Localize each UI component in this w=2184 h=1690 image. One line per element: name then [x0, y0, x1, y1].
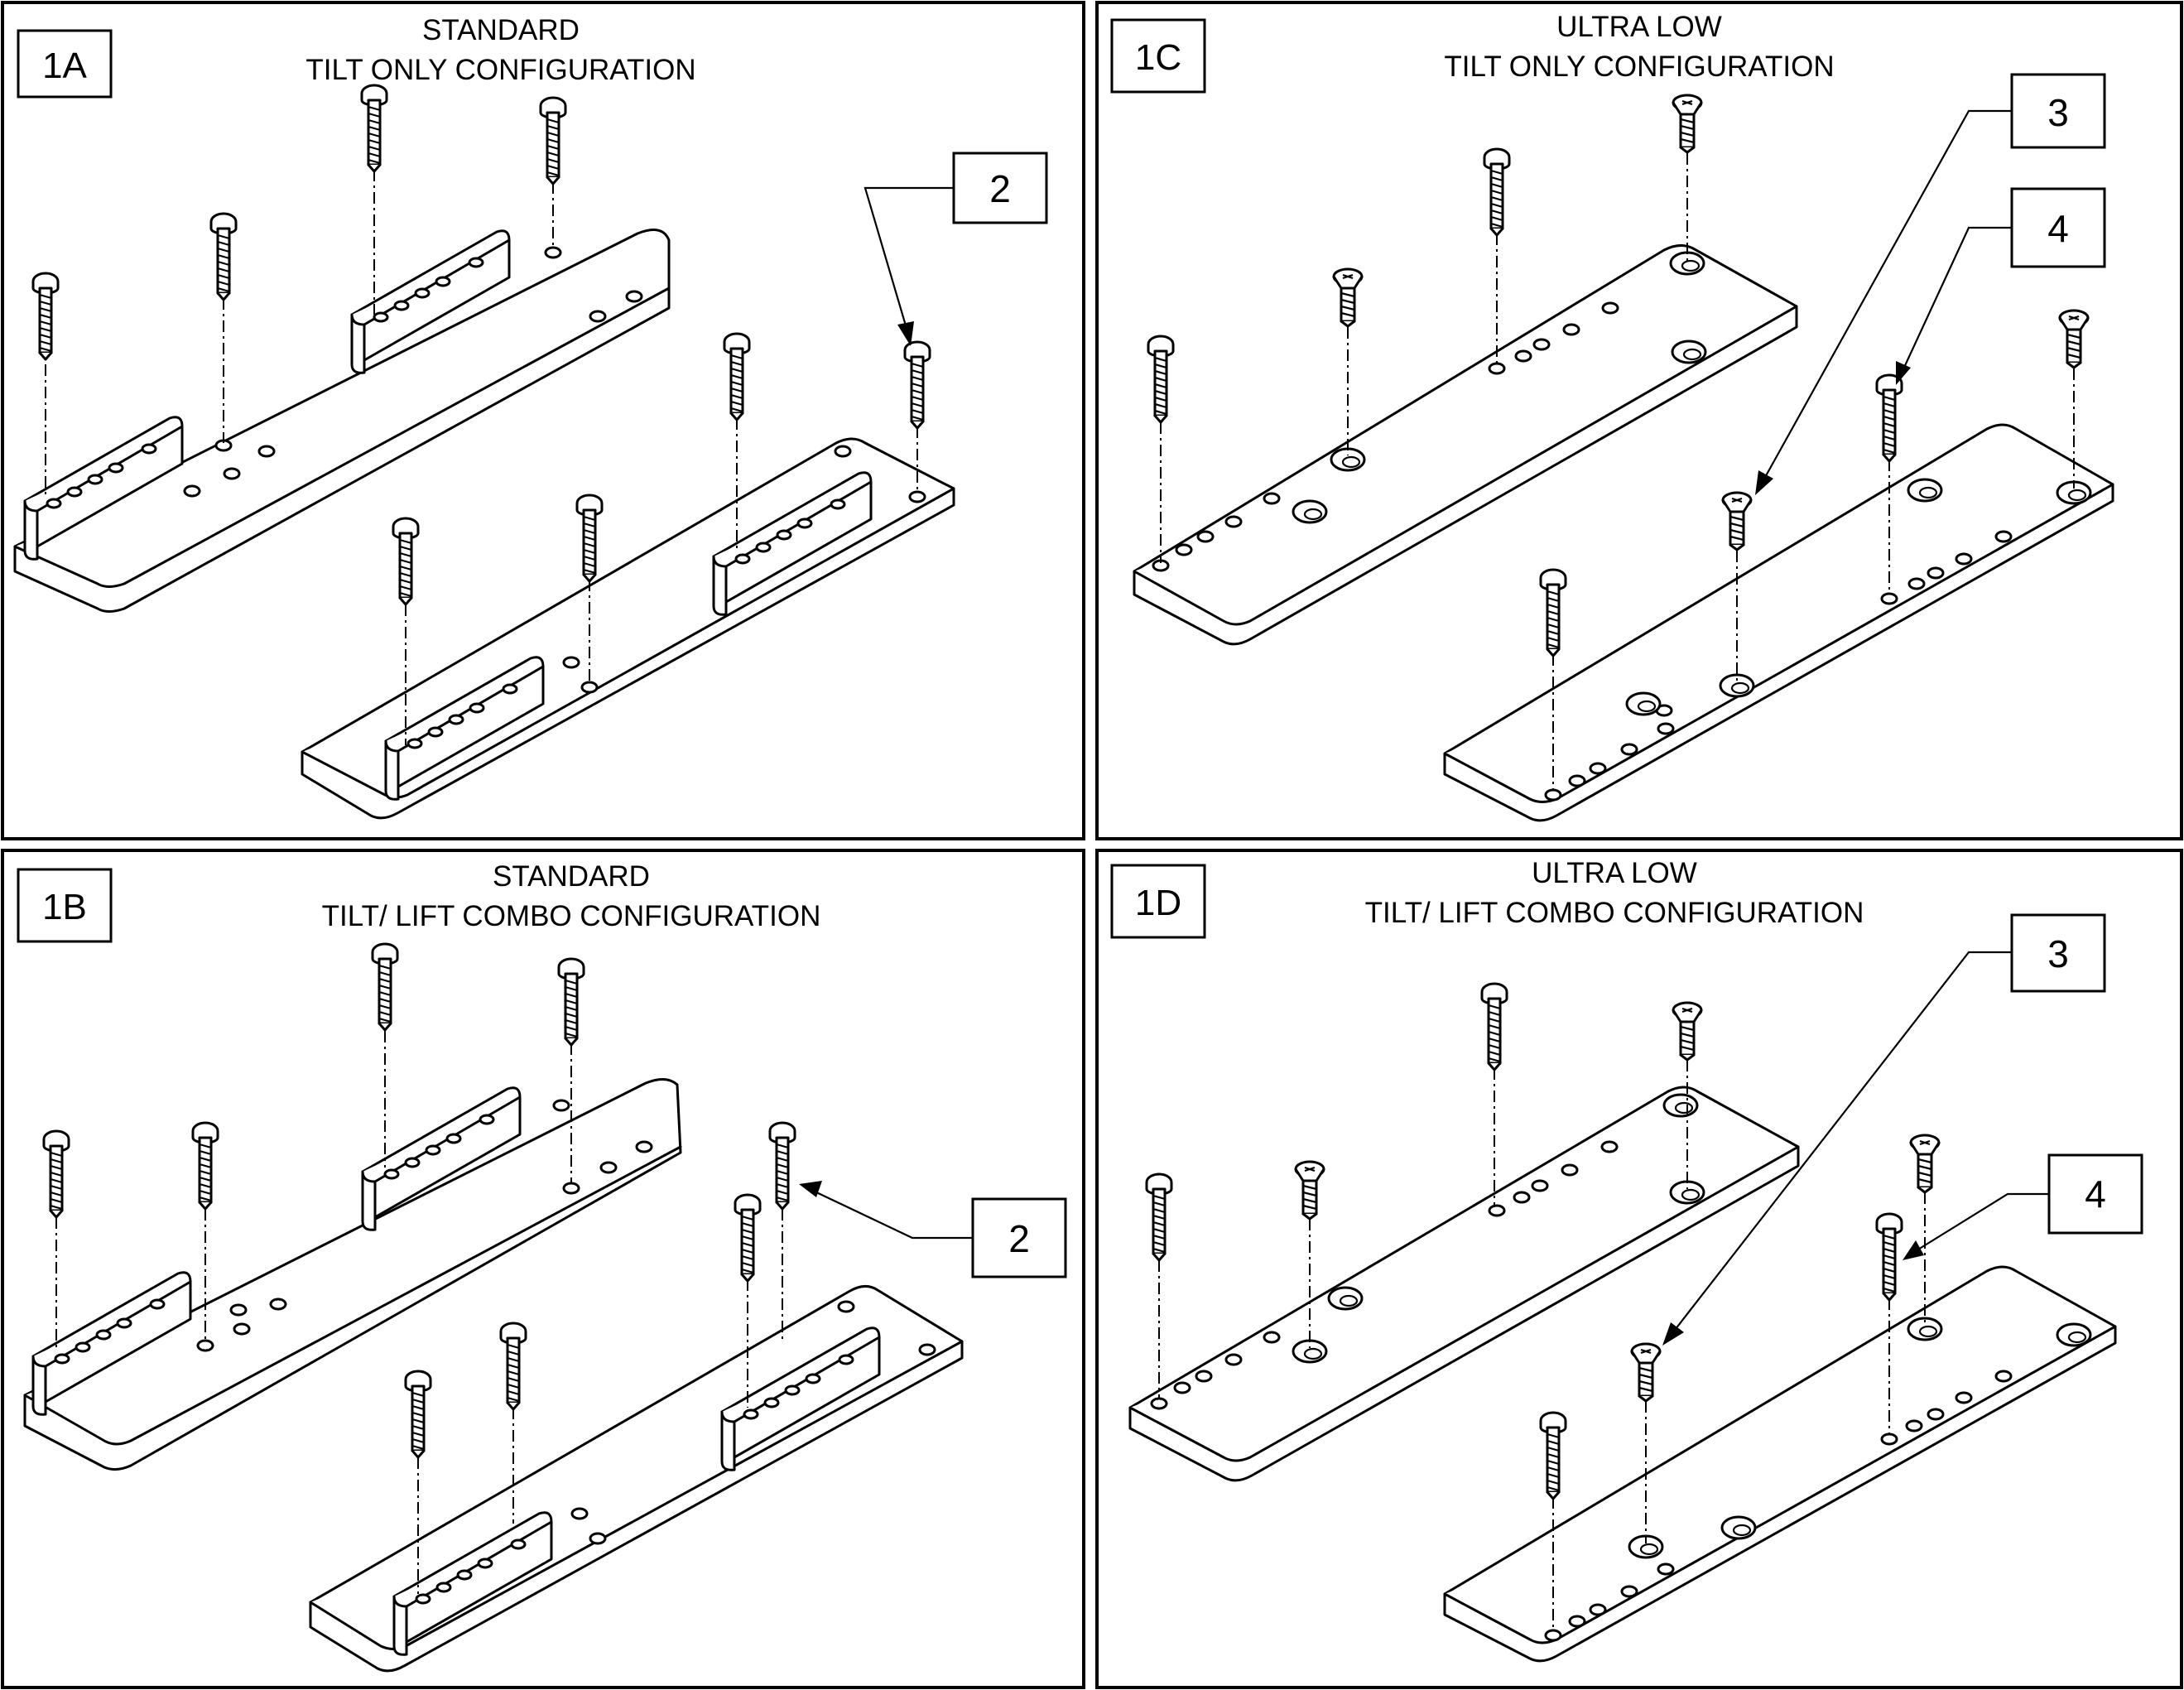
panel-1b-frame	[1, 849, 1085, 1689]
flat-head-screw	[1909, 1134, 1941, 1194]
pan-head-screw	[31, 272, 60, 361]
mounting-plate	[13, 229, 671, 613]
pan-head-screw	[371, 942, 399, 1032]
pan-head-screw	[1539, 1411, 1567, 1500]
callout-2: 2	[863, 152, 1048, 346]
panel-1a: 1A STANDARD TILT ONLY CONFIGURATION	[13, 14, 1048, 820]
flat-head-screw	[1332, 267, 1364, 328]
svg-text:3: 3	[2047, 932, 2069, 975]
flat-head-screw	[1672, 1001, 1703, 1062]
pan-head-screw	[1875, 373, 1903, 463]
pan-head-screw	[499, 1322, 527, 1411]
pan-head-screw	[557, 957, 585, 1047]
svg-text:4: 4	[2085, 1172, 2106, 1216]
panel-1b: 1B STANDARD TILT/ LIFT COMBO CONFIGURATI…	[17, 860, 1067, 1673]
flat-head-screw	[1294, 1160, 1325, 1221]
pan-head-screw	[575, 494, 604, 583]
panel-id: 1D	[1135, 883, 1181, 923]
panel-title-line2: TILT/ LIFT COMBO CONFIGURATION	[322, 900, 821, 932]
pan-head-screw	[903, 340, 931, 430]
callout-4: 4	[1903, 1153, 2143, 1260]
callout-2: 2	[799, 1181, 1067, 1278]
panel-1d-frame	[1095, 849, 2183, 1689]
panel-id-box	[1110, 18, 1206, 94]
pan-head-screw	[404, 1370, 432, 1459]
flat-head-screw	[2058, 309, 2090, 369]
panel-id-box	[1110, 864, 1206, 939]
panel-title-line2: TILT ONLY CONFIGURATION	[305, 54, 695, 86]
flat-head-screw	[1672, 94, 1703, 154]
panel-title-line2: TILT/ LIFT COMBO CONFIGURATION	[1365, 897, 1864, 929]
svg-text:4: 4	[2047, 207, 2069, 250]
callout-3: 3	[1662, 913, 2106, 1346]
pan-head-screw	[209, 212, 238, 301]
pan-head-screw	[723, 332, 751, 421]
panel-title-line1: STANDARD	[422, 14, 580, 46]
pan-head-screw	[191, 1121, 219, 1211]
panel-id-box	[17, 868, 113, 943]
svg-text:3: 3	[2047, 91, 2069, 134]
pan-head-screw	[1145, 1172, 1173, 1262]
panel-1a-frame	[1, 1, 1085, 840]
panel-id-box	[17, 29, 113, 99]
mounting-plate	[1133, 244, 1798, 646]
panel-id: 1C	[1135, 37, 1181, 78]
panel-title-line1: ULTRA LOW	[1556, 11, 1722, 43]
panel-id: 1A	[42, 46, 87, 86]
panel-title-line1: STANDARD	[493, 860, 650, 893]
flat-head-screw	[1630, 1342, 1662, 1403]
callout-3: 3	[1755, 73, 2106, 495]
callout-4: 4	[1896, 187, 2106, 385]
mounting-plate	[23, 1078, 682, 1471]
pan-head-screw	[734, 1193, 762, 1283]
panel-title-line1: ULTRA LOW	[1532, 857, 1697, 889]
panel-1c: 1C ULTRA LOW TILT ONLY CONFIGURATION	[1110, 11, 2114, 822]
pan-head-screw	[539, 96, 567, 185]
panel-title-line2: TILT ONLY CONFIGURATION	[1444, 51, 1834, 83]
pan-head-screw	[768, 1121, 796, 1211]
pan-head-screw	[360, 84, 388, 173]
pan-head-screw	[1147, 335, 1175, 424]
pan-head-screw	[1480, 982, 1508, 1071]
flat-head-screw	[1721, 491, 1753, 551]
mounting-plate	[1443, 423, 2114, 822]
panel-1d: 1D ULTRA LOW TILT/ LIFT COMBO CONFIGURAT…	[1110, 857, 2143, 1663]
pan-head-screw	[1875, 1212, 1903, 1302]
pan-head-screw	[1539, 568, 1567, 657]
pan-head-screw	[392, 517, 420, 606]
mounting-plate	[1128, 1086, 1800, 1482]
panel-1c-frame	[1095, 1, 2183, 840]
mounting-plate	[1443, 1265, 2117, 1663]
svg-text:2: 2	[1008, 1217, 1030, 1260]
svg-text:2: 2	[989, 167, 1011, 210]
pan-head-screw	[42, 1129, 70, 1219]
panel-id: 1B	[42, 887, 87, 927]
pan-head-screw	[1483, 147, 1511, 237]
